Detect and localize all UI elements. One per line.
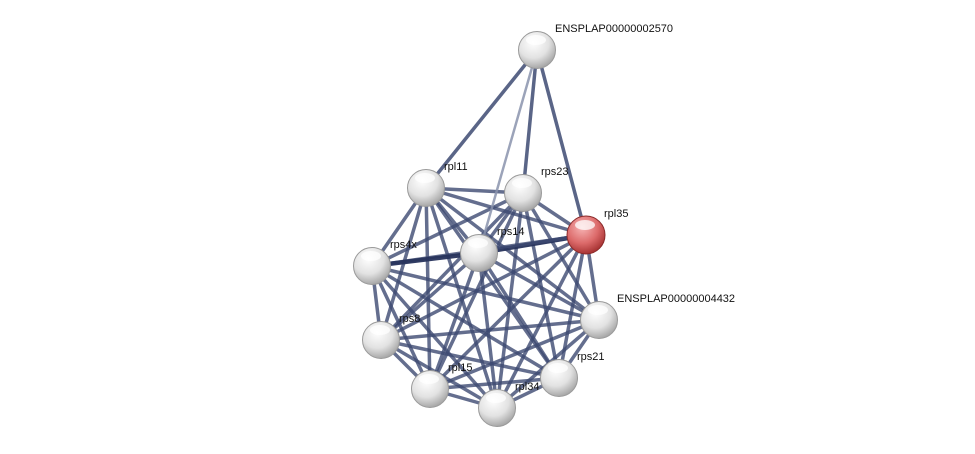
node-label: rps14: [497, 226, 525, 238]
node-rpl15[interactable]: rpl15: [411, 362, 473, 408]
edge-rps8-rps21[interactable]: [379, 338, 561, 380]
node-rps8[interactable]: rps8: [362, 313, 421, 359]
node-rps14[interactable]: rps14: [460, 226, 525, 272]
edge-ENSPLAP00000002570-rps14[interactable]: [477, 48, 539, 255]
node-label: rps4x: [390, 239, 417, 251]
edge-rps14-rpl15[interactable]: [428, 251, 481, 391]
edge-rps4x-rpl15[interactable]: [370, 264, 432, 391]
node-rpl34[interactable]: rpl34: [478, 381, 540, 427]
edge-rps21-rpl15[interactable]: [428, 376, 561, 391]
edge-rpl11-rpl15[interactable]: [424, 186, 432, 391]
node-highlight: [548, 363, 568, 373]
node-highlight: [419, 374, 439, 384]
edge-ENSPLAP00000002570-rpl35[interactable]: [535, 48, 588, 237]
node-highlight: [486, 393, 506, 403]
node-label: rpl34: [515, 381, 539, 393]
node-highlight: [468, 238, 488, 248]
node-rpl11[interactable]: rpl11: [407, 161, 468, 207]
edge-ENSPLAP00000004432-rps8[interactable]: [379, 318, 601, 342]
edge-rps23-ENSPLAP00000004432[interactable]: [521, 191, 601, 322]
node-rpl35[interactable]: rpl35: [566, 208, 628, 255]
edge-rps4x-ENSPLAP00000004432[interactable]: [370, 264, 601, 322]
node-highlight: [588, 305, 608, 315]
node-label: rpl35: [604, 208, 628, 220]
node-highlight: [370, 325, 390, 335]
edge-ENSPLAP00000002570-rps23[interactable]: [521, 48, 539, 195]
edge-rps23-rps21[interactable]: [521, 191, 561, 380]
node-rps23[interactable]: rps23: [504, 166, 569, 212]
node-label: rpl15: [448, 362, 472, 374]
node-highlight: [526, 35, 546, 45]
edge-rps23-rps4x[interactable]: [370, 191, 525, 268]
edge-ENSPLAP00000004432-rpl15[interactable]: [428, 318, 601, 391]
node-highlight: [415, 173, 435, 183]
node-ENSPLAP00000002570[interactable]: ENSPLAP00000002570: [518, 23, 674, 69]
edge-rpl11-ENSPLAP00000004432[interactable]: [424, 186, 601, 322]
node-ENSPLAP00000004432[interactable]: ENSPLAP00000004432: [580, 293, 736, 339]
edge-ENSPLAP00000002570-rpl11[interactable]: [424, 48, 539, 190]
edge-rps14-rps21[interactable]: [477, 251, 561, 380]
node-label: rps8: [399, 313, 420, 325]
node-label: rpl11: [444, 161, 468, 173]
node-label: rps21: [577, 351, 605, 363]
node-rps4x[interactable]: rps4x: [353, 239, 418, 285]
node-rps21[interactable]: rps21: [540, 351, 605, 397]
edge-rps14-ENSPLAP00000004432[interactable]: [477, 251, 601, 322]
edge-rps14-rps8[interactable]: [379, 251, 481, 342]
node-highlight: [512, 178, 532, 188]
node-label: rps23: [541, 166, 569, 178]
edge-rps23-rps8[interactable]: [379, 191, 525, 342]
node-highlight: [361, 251, 381, 261]
edge-rps4x-rps21[interactable]: [370, 264, 561, 380]
node-highlight: [575, 220, 595, 230]
edge-rpl35-rpl34[interactable]: [495, 233, 588, 410]
node-label: ENSPLAP00000002570: [555, 23, 673, 35]
node-label: ENSPLAP00000004432: [617, 293, 735, 305]
